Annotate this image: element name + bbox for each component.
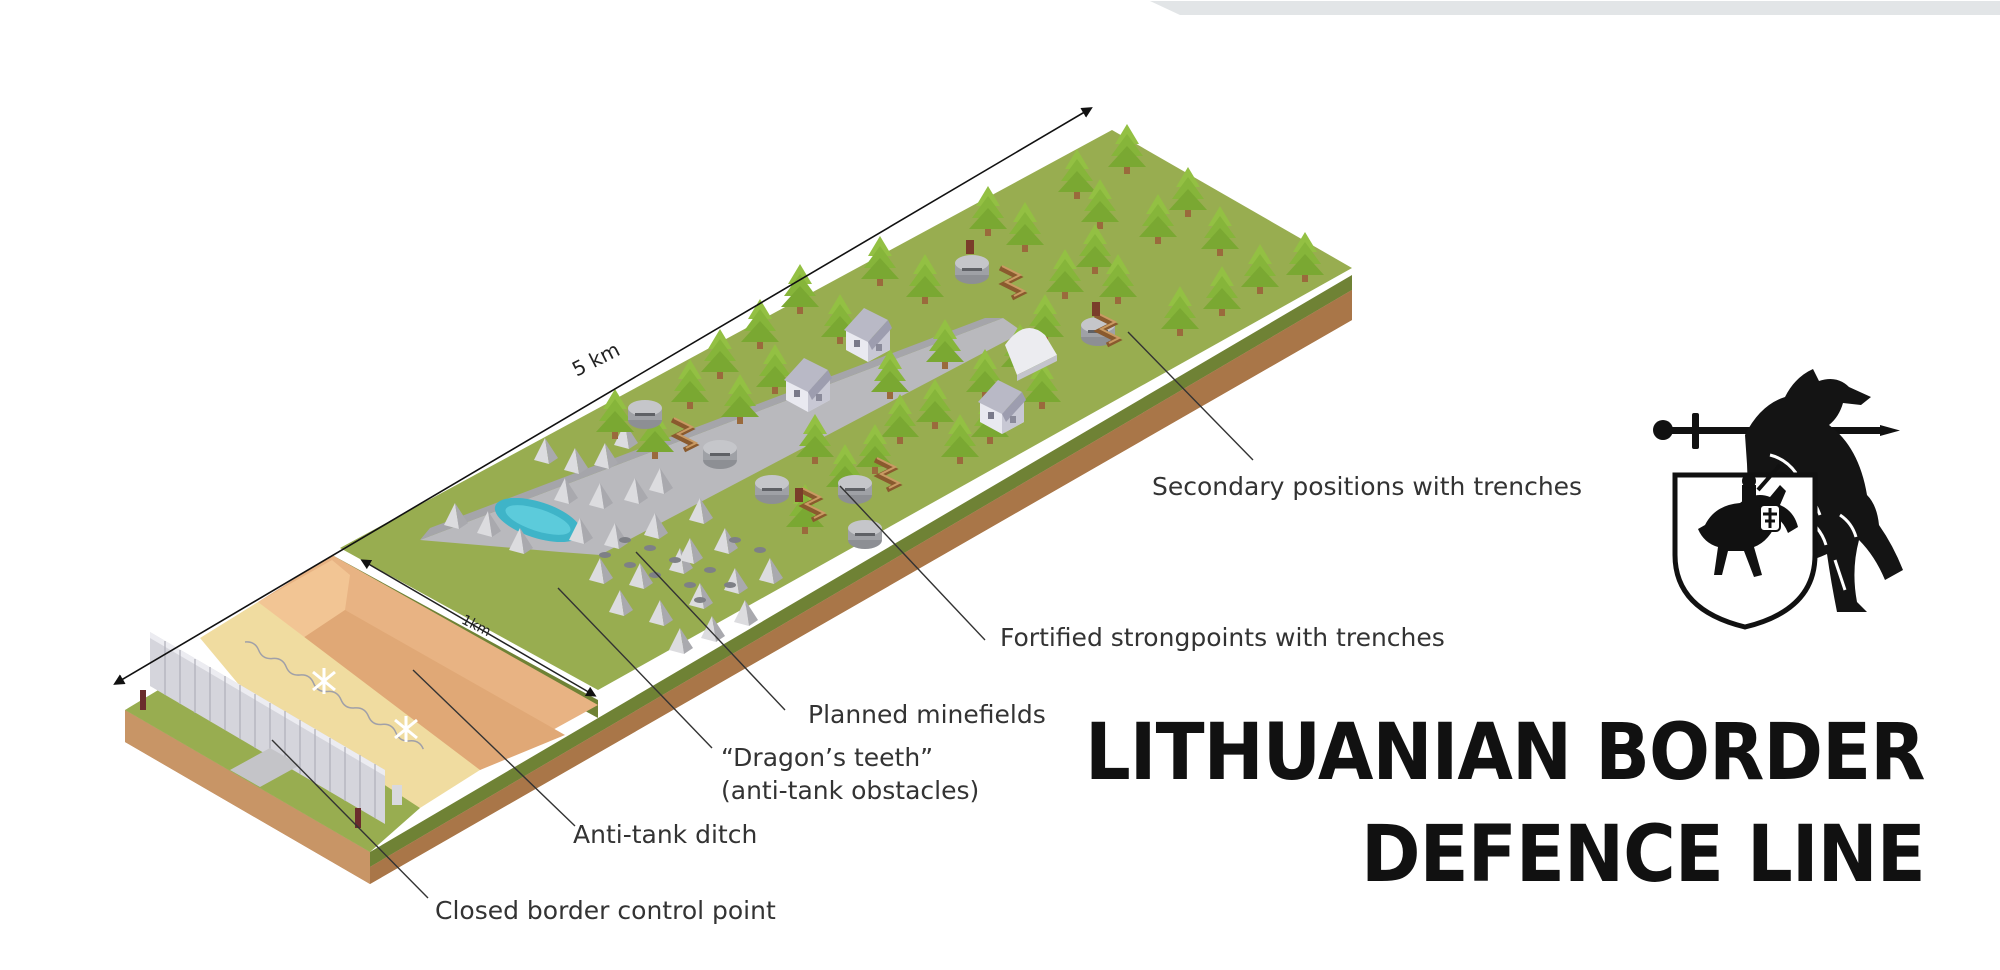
leader-dragons-teeth (557, 587, 713, 749)
page-title-line-1: LITHUANIAN BORDER (1085, 708, 1925, 798)
border-checkpoint-slab (230, 748, 300, 787)
leader-minefields (635, 551, 786, 711)
label-secondary-positions: Secondary positions with trenches (1152, 472, 1583, 501)
top-decor-bar (1150, 0, 2000, 15)
label-dragons-teeth-line1: “Dragon’s teeth” (721, 743, 934, 772)
page-title-line-2: DEFENCE LINE (1361, 810, 1926, 900)
vytis-wolf-emblem-icon (1650, 365, 1925, 630)
slab-end-face (125, 710, 370, 884)
label-anti-tank-ditch: Anti-tank ditch (573, 820, 758, 849)
dimension-5km-arrow (113, 107, 1093, 685)
leader-fortified (839, 485, 986, 641)
leader-anti-tank-ditch (412, 669, 576, 827)
label-dragons-teeth-line2: (anti-tank obstacles) (721, 776, 980, 805)
leader-border-control (271, 739, 429, 899)
callout-lines (271, 331, 1254, 899)
leader-secondary (1127, 331, 1254, 461)
label-closed-border-control-point: Closed border control point (435, 896, 776, 925)
label-fortified-strongpoints: Fortified strongpoints with trenches (1000, 623, 1445, 652)
label-planned-minefields: Planned minefields (808, 700, 1046, 729)
